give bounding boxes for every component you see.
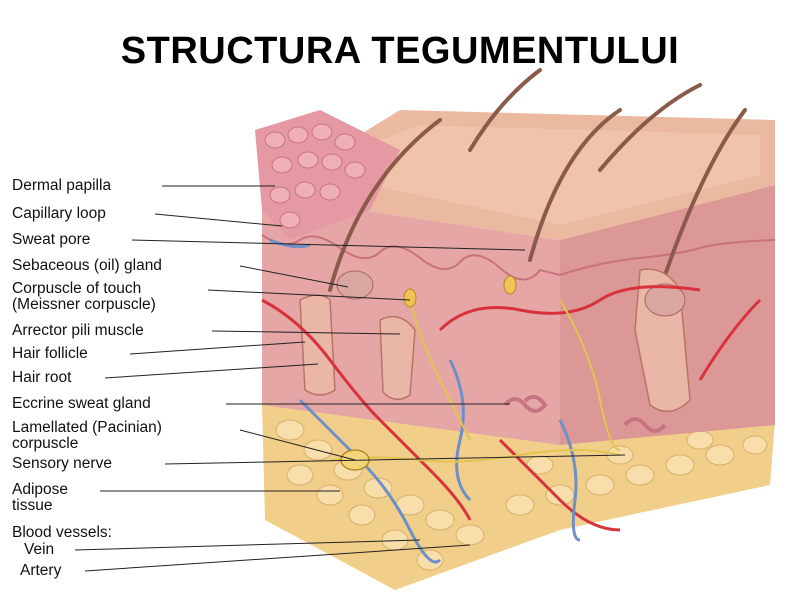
label-sensory-nerve: Sensory nerve (12, 455, 112, 472)
label-blood-vessels: Blood vessels: (12, 524, 112, 541)
eccrine-sweat-glands (503, 394, 667, 433)
label-adipose: Adipose tissue (12, 482, 68, 514)
dermal-papillae-bumps (264, 123, 366, 229)
label-vein: Vein (24, 541, 55, 558)
label-capillary-loop: Capillary loop (12, 205, 106, 222)
label-sweat-pore: Sweat pore (12, 231, 91, 248)
label-corpuscle-touch-line1: Corpuscle of touch (12, 280, 142, 297)
label-artery: Artery (20, 562, 62, 579)
page-title: STRUCTURA TEGUMENTULUI (120, 30, 680, 72)
label-hair-follicle: Hair follicle (12, 345, 88, 362)
label-adipose-line1: Adipose (12, 481, 69, 498)
label-lamellated-line1: Lamellated (Pacinian) (12, 419, 162, 436)
epidermis-top-surface (300, 125, 760, 225)
hair-shafts (328, 68, 747, 292)
pacinian-corpuscle (340, 449, 370, 471)
label-adipose-line2: tissue (12, 497, 53, 514)
label-dermal-papilla: Dermal papilla (12, 177, 112, 194)
label-hair-root: Hair root (12, 369, 72, 386)
label-lamellated-line2: corpuscle (12, 435, 79, 452)
label-corpuscle-touch-line2: (Meissner corpuscle) (12, 296, 156, 313)
label-arrector-pili: Arrector pili muscle (12, 322, 144, 339)
label-lamellated: Lamellated (Pacinian) corpuscle (12, 420, 162, 452)
label-eccrine-gland: Eccrine sweat gland (12, 395, 151, 412)
label-sebaceous-gland: Sebaceous (oil) gland (12, 257, 162, 274)
label-corpuscle-touch: Corpuscle of touch (Meissner corpuscle) (12, 281, 156, 313)
